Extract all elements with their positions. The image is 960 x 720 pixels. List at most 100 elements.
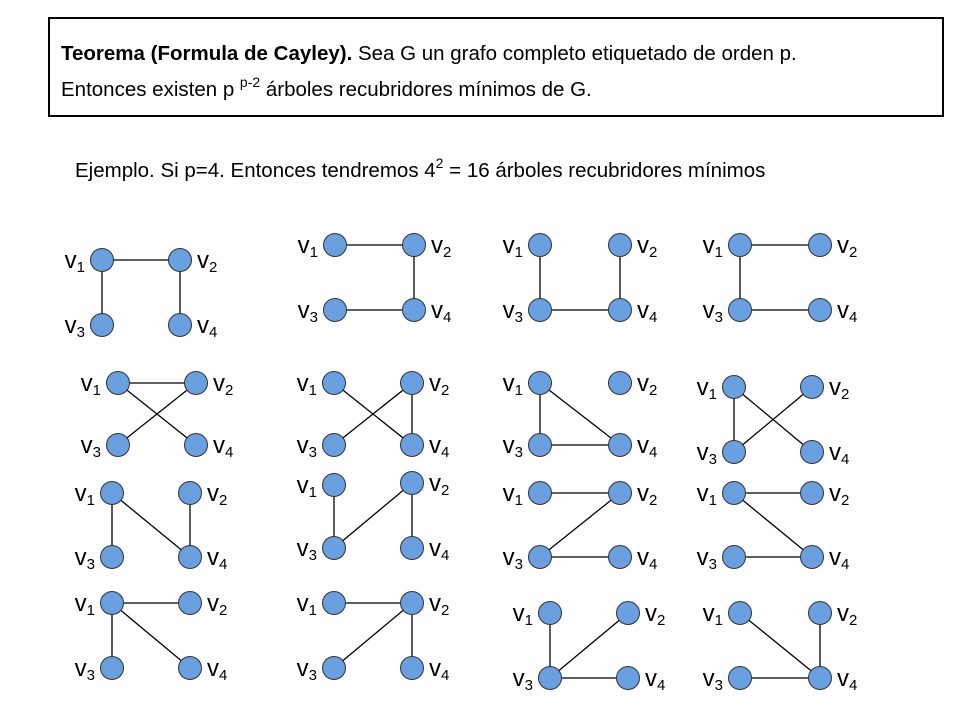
vertex-label-v4: v4 — [197, 312, 217, 341]
vertex-label-v2: v2 — [837, 600, 857, 629]
vertex-label-v1: v1 — [703, 232, 723, 261]
edge-v2-v3 — [549, 612, 629, 679]
vertex-label-v3: v3 — [703, 665, 723, 694]
vertex-v2 — [400, 371, 424, 395]
vertex-label-v4: v4 — [645, 665, 665, 694]
vertex-label-v2: v2 — [837, 232, 857, 261]
vertex-v3 — [100, 545, 124, 569]
spanning-tree-5: v1 v2 v3 v4 — [81, 370, 234, 461]
vertex-label-v2: v2 — [429, 370, 449, 399]
vertex-v3 — [528, 298, 552, 322]
vertex-label-v4: v4 — [207, 655, 227, 684]
vertex-label-v2: v2 — [429, 590, 449, 619]
vertex-label-v2: v2 — [637, 480, 657, 509]
vertex-label-v1: v1 — [297, 370, 317, 399]
theorem-title: Teorema (Formula de Cayley). — [61, 42, 353, 65]
vertex-v2 — [608, 371, 632, 395]
vertex-v4 — [178, 545, 202, 569]
vertex-v3 — [90, 313, 114, 337]
vertex-label-v3: v3 — [697, 544, 717, 573]
vertex-v1 — [106, 371, 130, 395]
vertex-v3 — [538, 666, 562, 690]
vertex-v2 — [800, 375, 824, 399]
vertex-v2 — [808, 601, 832, 625]
vertex-label-v2: v2 — [637, 232, 657, 261]
vertex-label-v1: v1 — [503, 232, 523, 261]
example-suffix: = 16 árboles recubridores mínimos — [443, 159, 766, 182]
vertex-v1 — [90, 248, 114, 272]
example-prefix: Ejemplo. Si p=4. Entonces tendremos 4 — [75, 159, 436, 182]
edge-v1-v4 — [111, 602, 191, 669]
vertex-v4 — [178, 656, 202, 680]
vertex-v3 — [322, 656, 346, 680]
vertex-label-v1: v1 — [81, 370, 101, 399]
vertex-v3 — [100, 656, 124, 680]
vertex-v2 — [178, 591, 202, 615]
vertex-v2 — [808, 233, 832, 257]
vertex-label-v2: v2 — [429, 470, 449, 499]
vertex-v4 — [400, 536, 424, 560]
theorem-text: Teorema (Formula de Cayley). Sea G un gr… — [61, 39, 797, 104]
vertex-label-v2: v2 — [207, 480, 227, 509]
vertex-v2 — [402, 233, 426, 257]
vertex-v2 — [608, 233, 632, 257]
vertex-v1 — [323, 233, 347, 257]
vertex-v4 — [808, 666, 832, 690]
vertex-label-v1: v1 — [297, 472, 317, 501]
vertex-v4 — [400, 656, 424, 680]
example-text: Ejemplo. Si p=4. Entonces tendremos 42 =… — [75, 155, 765, 183]
vertex-v1 — [322, 371, 346, 395]
vertex-label-v3: v3 — [75, 544, 95, 573]
vertex-v3 — [106, 433, 130, 457]
vertex-v4 — [402, 298, 426, 322]
vertex-label-v4: v4 — [429, 535, 449, 564]
vertex-v1 — [100, 481, 124, 505]
vertex-label-v4: v4 — [637, 544, 657, 573]
vertex-v1 — [100, 591, 124, 615]
vertex-label-v3: v3 — [75, 655, 95, 684]
vertex-v4 — [808, 298, 832, 322]
vertex-label-v3: v3 — [297, 655, 317, 684]
vertex-label-v2: v2 — [645, 600, 665, 629]
vertex-label-v2: v2 — [431, 232, 451, 261]
vertex-label-v2: v2 — [213, 370, 233, 399]
edge-v1-v4 — [739, 612, 821, 679]
vertex-v4 — [184, 433, 208, 457]
vertex-label-v3: v3 — [81, 432, 101, 461]
vertex-label-v1: v1 — [65, 247, 85, 276]
theorem-exponent: p-2 — [239, 74, 261, 90]
vertex-v2 — [178, 481, 202, 505]
vertex-label-v4: v4 — [829, 439, 849, 468]
vertex-v3 — [722, 545, 746, 569]
vertex-v2 — [800, 481, 824, 505]
theorem-line2-start: Entonces existen p — [61, 78, 240, 101]
edge-v1-v4 — [733, 492, 813, 558]
vertex-v4 — [800, 440, 824, 464]
vertex-label-v1: v1 — [75, 480, 95, 509]
vertex-label-v3: v3 — [65, 312, 85, 341]
vertex-v3 — [322, 433, 346, 457]
vertex-v2 — [608, 481, 632, 505]
vertex-label-v3: v3 — [503, 297, 523, 326]
vertex-label-v4: v4 — [637, 432, 657, 461]
vertex-label-v4: v4 — [213, 432, 233, 461]
vertex-label-v4: v4 — [429, 655, 449, 684]
edge-v2-v3 — [733, 386, 813, 453]
vertex-v3 — [528, 433, 552, 457]
vertex-label-v1: v1 — [297, 590, 317, 619]
vertex-label-v1: v1 — [503, 480, 523, 509]
vertex-label-v1: v1 — [697, 374, 717, 403]
vertex-label-v1: v1 — [503, 370, 523, 399]
vertex-v3 — [728, 666, 752, 690]
edge-v2-v3 — [333, 482, 413, 549]
